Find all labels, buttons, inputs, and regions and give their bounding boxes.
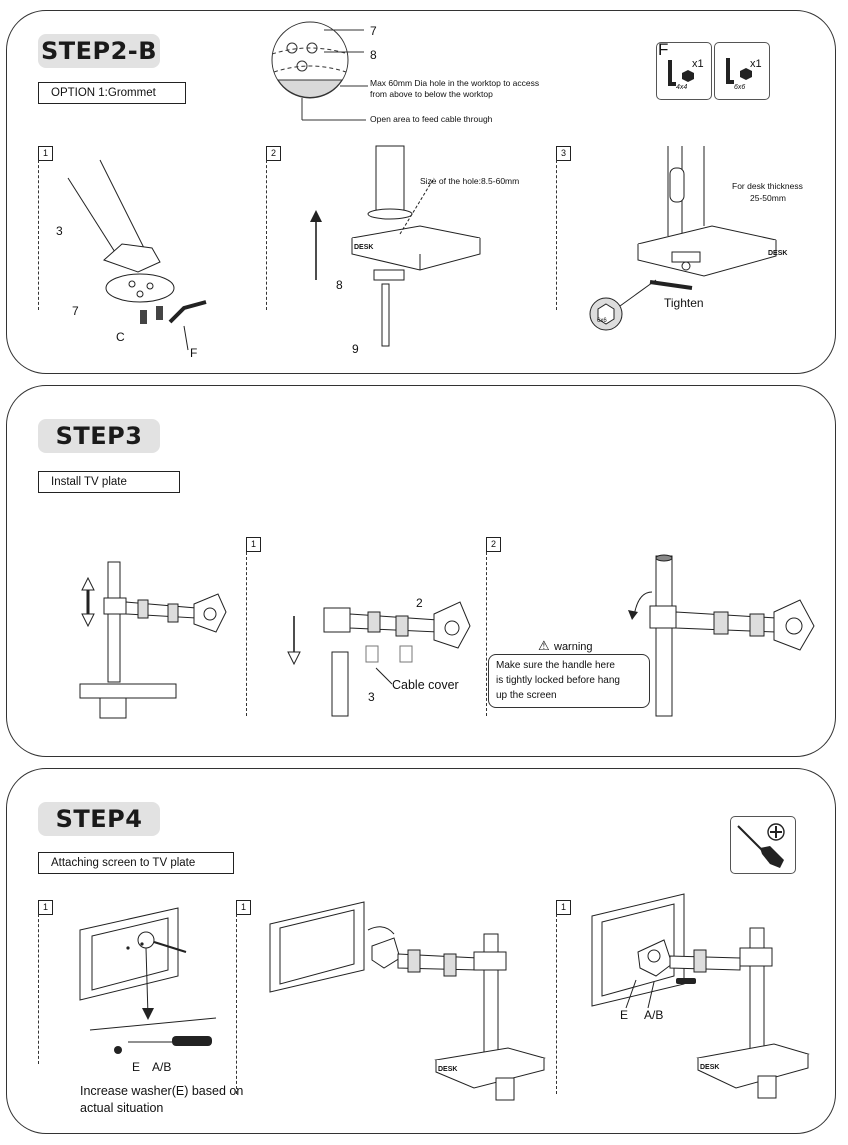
tool-box-4x4 bbox=[656, 42, 712, 100]
label-9: 9 bbox=[352, 342, 359, 356]
step3-title: STEP3 bbox=[38, 419, 160, 453]
warning-icon: ⚠ bbox=[538, 638, 550, 653]
label-e: E bbox=[132, 1060, 141, 1074]
label-ab: A/B bbox=[152, 1060, 172, 1074]
divider bbox=[556, 160, 557, 310]
screwdriver-icon bbox=[734, 820, 792, 868]
hex-key-icon bbox=[722, 56, 752, 92]
tool-letter-f: F bbox=[658, 40, 669, 59]
pole-arm-illustration bbox=[628, 556, 824, 716]
step4-sub2-number: 1 bbox=[236, 900, 251, 915]
washer-note-2: actual situation bbox=[80, 1101, 164, 1115]
step2b-sub1-number: 1 bbox=[38, 146, 53, 161]
warning-title: warning bbox=[554, 641, 593, 653]
divider bbox=[246, 552, 247, 716]
step2b-option-label: OPTION 1:Grommet bbox=[38, 82, 186, 104]
divider bbox=[236, 914, 237, 1094]
callout-8: 8 bbox=[370, 48, 377, 62]
divider bbox=[38, 160, 39, 310]
step3-sub1-number: 1 bbox=[246, 537, 261, 552]
grommet-diagram bbox=[264, 16, 384, 120]
arm-assembly-illustration bbox=[76, 560, 236, 722]
desk-label: DESK bbox=[438, 1066, 458, 1073]
label-c: C bbox=[116, 330, 125, 344]
step4-title: STEP4 bbox=[38, 802, 160, 836]
screwdriver-tool-box bbox=[730, 816, 796, 874]
desk-hole-illustration bbox=[310, 146, 500, 346]
warning-line-3: up the screen bbox=[496, 690, 557, 701]
step2b-title: STEP2-B bbox=[38, 34, 160, 68]
note-hole-line2: from above to below the worktop bbox=[370, 89, 493, 99]
hex-6x6-label: 6x6 bbox=[597, 318, 607, 324]
callout-7: 7 bbox=[370, 24, 377, 38]
tool-box-6x6 bbox=[714, 42, 770, 100]
step4-label: Attaching screen to TV plate bbox=[38, 852, 234, 874]
hole-size-note: Size of the hole:8.5-60mm bbox=[420, 176, 520, 186]
divider bbox=[556, 914, 557, 1094]
step3-sub2-number: 2 bbox=[486, 537, 501, 552]
step2b-sub2-number: 2 bbox=[266, 146, 281, 161]
warning-line-2: is tightly locked before hang bbox=[496, 675, 620, 686]
label-ab: A/B bbox=[644, 1008, 664, 1022]
divider bbox=[486, 552, 487, 716]
screen-arm-illustration bbox=[268, 898, 538, 1102]
step2b-sub3-number: 3 bbox=[556, 146, 571, 161]
label-e: E bbox=[620, 1008, 629, 1022]
label-f: F bbox=[190, 346, 198, 360]
tool-qty-b: x1 bbox=[750, 58, 762, 70]
hex-key-icon bbox=[664, 58, 694, 94]
warning-box bbox=[488, 654, 650, 708]
step3-label: Install TV plate bbox=[38, 471, 180, 493]
screen-back-illustration bbox=[76, 906, 226, 1054]
tool-qty-a: x1 bbox=[692, 58, 704, 70]
label-2: 2 bbox=[416, 596, 423, 610]
desk-label: DESK bbox=[700, 1064, 720, 1071]
label-3: 3 bbox=[368, 690, 375, 704]
thickness-note-1: For desk thickness bbox=[732, 181, 803, 191]
cable-cover-label: Cable cover bbox=[392, 678, 459, 692]
step4-sub3-number: 1 bbox=[556, 900, 571, 915]
screen-attached-illustration bbox=[590, 892, 810, 1104]
clamp-base-illustration bbox=[60, 160, 220, 350]
washer-note-1: Increase washer(E) based on bbox=[80, 1084, 244, 1098]
label-3: 3 bbox=[56, 224, 63, 238]
tool-size-4x4: 4x4 bbox=[676, 84, 688, 91]
desk-label: DESK bbox=[354, 244, 374, 251]
label-8: 8 bbox=[336, 278, 343, 292]
warning-line-1: Make sure the handle here bbox=[496, 660, 615, 671]
cable-cover-illustration bbox=[288, 596, 478, 716]
step4-sub1-number: 1 bbox=[38, 900, 53, 915]
note-hole-line1: Max 60mm Dia hole in the worktop to acce… bbox=[370, 78, 540, 88]
note-open-area: Open area to feed cable through bbox=[370, 114, 493, 124]
desk-label: DESK bbox=[768, 250, 788, 257]
divider bbox=[266, 160, 267, 310]
thickness-note-2: 25-50mm bbox=[750, 193, 786, 203]
tool-size-6x6: 6x6 bbox=[734, 84, 746, 91]
desk-thickness-illustration bbox=[586, 146, 806, 336]
tighten-label: Tighten bbox=[664, 296, 704, 310]
divider bbox=[38, 914, 39, 1064]
label-7: 7 bbox=[72, 304, 79, 318]
